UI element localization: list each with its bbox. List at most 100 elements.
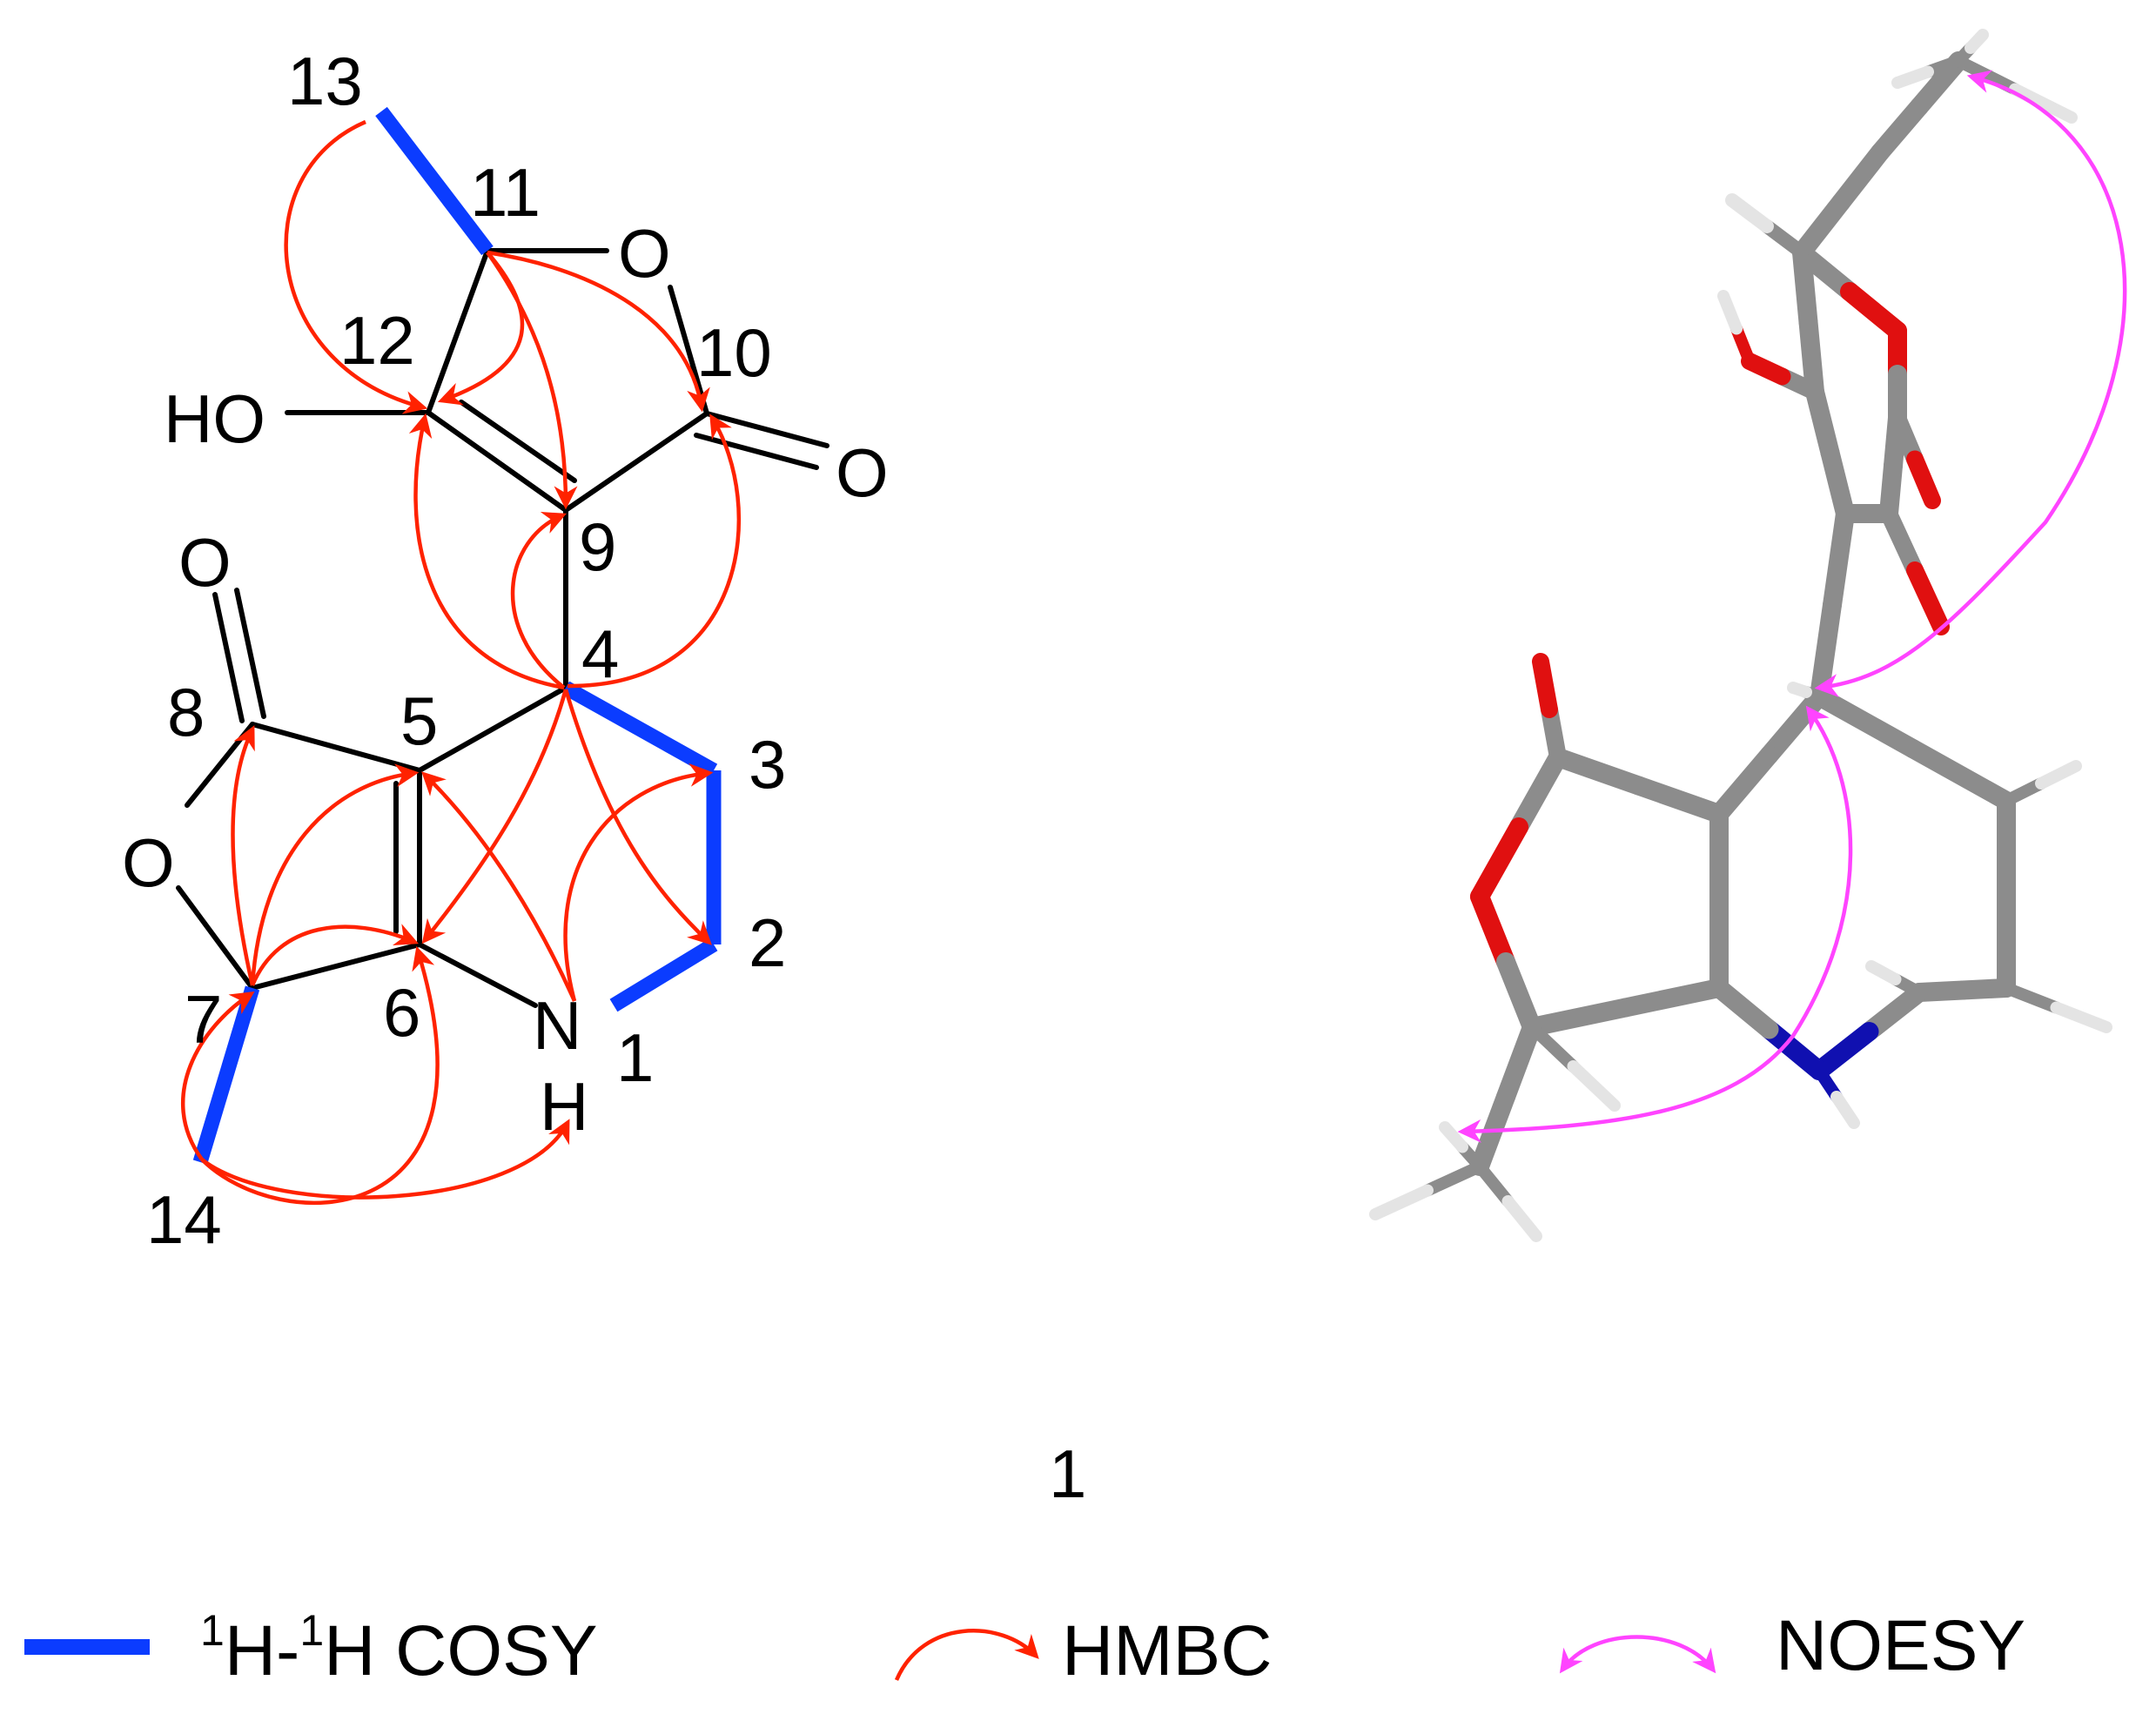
cosy-c4-c3 bbox=[561, 681, 718, 777]
bond-c5-c8 bbox=[250, 722, 422, 773]
noesy-h13-h4 bbox=[1814, 70, 2127, 698]
bond-c8-o-1 bbox=[212, 592, 245, 723]
label-c7: 7 bbox=[185, 981, 222, 1058]
stick-bond-h bbox=[1787, 682, 1812, 698]
label-c10: 10 bbox=[696, 314, 772, 391]
stick-bond-c bbox=[1880, 505, 1924, 579]
hmbc-7-6 bbox=[250, 924, 419, 986]
stick-bond-o bbox=[1906, 561, 1950, 635]
label-n: N bbox=[533, 987, 581, 1064]
bond-c12-c9 bbox=[426, 410, 568, 513]
label-c11: 11 bbox=[470, 154, 541, 231]
stick-bond-h bbox=[1725, 193, 1774, 233]
label-c12: 12 bbox=[339, 302, 415, 379]
stick-bond-h bbox=[1567, 1060, 1621, 1112]
stick-bond-c bbox=[1496, 952, 1541, 1037]
bond-c4-c5 bbox=[417, 685, 568, 773]
noesy-h4-h14 bbox=[1457, 705, 1853, 1143]
stick-bond-o bbox=[1470, 887, 1515, 971]
noesy-arrows bbox=[1457, 70, 2127, 1143]
hmbc-11-9 bbox=[486, 251, 578, 510]
stick-bond-c bbox=[1615, 978, 1729, 1018]
stick-bond-c bbox=[1952, 55, 2021, 96]
stick-bond-c bbox=[1548, 748, 1649, 796]
bond-c9-c10 bbox=[563, 411, 709, 513]
cosy-c7-c14 bbox=[192, 985, 260, 1165]
stick-bond-c bbox=[1474, 1160, 1515, 1207]
label-c2: 2 bbox=[749, 904, 786, 981]
stick-bond-c bbox=[1759, 687, 1829, 765]
stick-bond-c bbox=[2000, 777, 2047, 807]
stick-bond-h bbox=[1830, 1091, 1860, 1129]
label-c6: 6 bbox=[383, 974, 420, 1051]
hmbc-nh-5 bbox=[421, 771, 577, 1002]
stick-bond-c bbox=[1760, 219, 1809, 259]
label-c8: 8 bbox=[167, 674, 205, 750]
hmbc-11-10 bbox=[487, 250, 710, 413]
hmbc-4-2 bbox=[563, 689, 712, 945]
legend: 1H-1H COSY HMBC NOESY bbox=[24, 1606, 2025, 1690]
hmbc-4-12 bbox=[408, 413, 565, 690]
bond-o-c7 bbox=[176, 885, 255, 991]
legend-hmbc-label: HMBC bbox=[1062, 1611, 1272, 1690]
stick-bond-c bbox=[1810, 687, 1923, 758]
stick-bond-c bbox=[1522, 998, 1635, 1037]
stick-bond-c bbox=[1709, 745, 1779, 823]
stick-bond-h bbox=[2050, 1001, 2112, 1033]
legend-noesy-label: NOESY bbox=[1776, 1606, 2025, 1685]
stick-bond-h bbox=[1965, 29, 1989, 54]
stick-bond-h bbox=[1439, 1121, 1468, 1153]
stick-bond-o bbox=[1532, 653, 1558, 718]
stick-bond-c bbox=[1823, 504, 1855, 615]
stick-model-3d bbox=[1369, 29, 2112, 1242]
stick-bond-h bbox=[1891, 65, 1934, 89]
label-o-carbonyl8: O bbox=[178, 524, 232, 601]
stick-bond-c bbox=[1903, 739, 2016, 810]
hmbc-7-5 bbox=[250, 763, 420, 986]
label-o-carbonyl10: O bbox=[836, 434, 889, 511]
label-c4: 4 bbox=[581, 615, 619, 692]
label-c9: 9 bbox=[579, 508, 616, 585]
bond-c11-c12 bbox=[426, 248, 490, 415]
stick-bond-o bbox=[1906, 450, 1941, 509]
stick-bond-c bbox=[2000, 982, 2063, 1014]
bond-c8-o-2 bbox=[234, 588, 266, 719]
compound-number: 1 bbox=[1049, 1435, 1086, 1512]
label-c14: 14 bbox=[146, 1181, 222, 1258]
stick-bond-c bbox=[1496, 1018, 1541, 1106]
label-ho: HO bbox=[164, 380, 265, 457]
label-c5: 5 bbox=[400, 682, 438, 759]
label-o-ring: O bbox=[618, 215, 671, 292]
cosy-c13-c11 bbox=[375, 106, 494, 256]
cosy-c2-n bbox=[609, 938, 718, 1012]
cosy-bonds bbox=[192, 106, 722, 1165]
hmbc-11-12 bbox=[437, 251, 525, 406]
stick-bond-h bbox=[1501, 1195, 1542, 1242]
bond-c10-o-2 bbox=[694, 433, 819, 470]
stick-bond-c bbox=[1421, 1160, 1486, 1197]
stick-bond-o bbox=[1470, 817, 1528, 906]
hmbc-13-12 bbox=[284, 119, 428, 414]
bond-c7-c6 bbox=[250, 942, 422, 991]
hmbc-7-8 bbox=[231, 725, 255, 986]
legend-hmbc-swatch bbox=[894, 1629, 1039, 1681]
stick-bond-c bbox=[1629, 776, 1729, 823]
stick-bond-h bbox=[1369, 1184, 1434, 1220]
stick-bond-c bbox=[1709, 978, 1779, 1039]
legend-cosy-label: 1H-1H COSY bbox=[200, 1606, 598, 1690]
label-h: H bbox=[540, 1068, 588, 1145]
hmbc-nh-3 bbox=[563, 763, 714, 1002]
hmbc-14-6 bbox=[200, 945, 440, 1206]
stick-bond-h bbox=[1717, 290, 1743, 335]
stick-bond-h bbox=[2035, 760, 2082, 790]
stick-bond-c bbox=[1810, 595, 1842, 706]
legend-noesy-swatch bbox=[1559, 1635, 1716, 1674]
stick-bond-c bbox=[1526, 1021, 1580, 1072]
atom-labels: 13 11 O 10 12 HO O 9 O 4 8 5 3 O 2 7 6 N… bbox=[122, 43, 889, 1258]
hmbc-14-nh bbox=[200, 1119, 570, 1200]
bond-c12-c9-double bbox=[459, 400, 577, 483]
hmbc-4-9 bbox=[510, 512, 567, 689]
label-o-ring2: O bbox=[122, 824, 175, 901]
stick-bond-c bbox=[1509, 748, 1568, 837]
